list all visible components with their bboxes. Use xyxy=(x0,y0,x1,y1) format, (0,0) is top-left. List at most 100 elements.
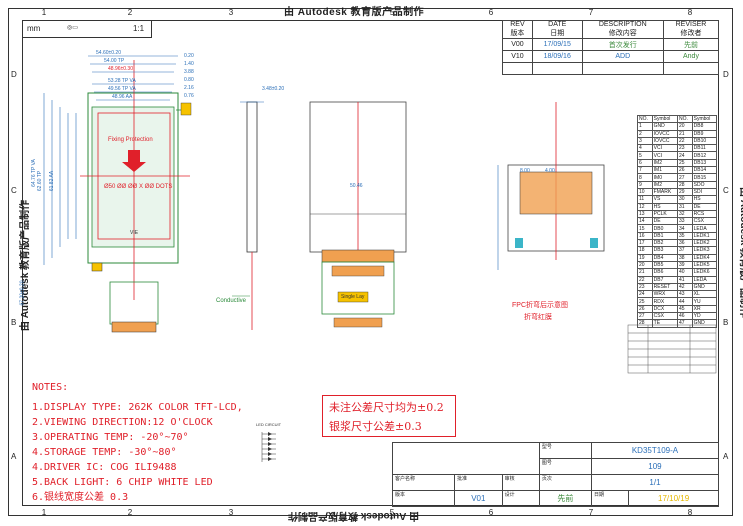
center-label: Ø50 ØØ ØØ X ØØ DOTS xyxy=(104,184,173,190)
note-item: 1.DISPLAY TYPE: 262K COLOR TFT-LCD, xyxy=(32,402,243,413)
orientation-arrow xyxy=(122,150,146,172)
note-item: 3.OPERATING TEMP: -20°~70° xyxy=(32,432,189,443)
customer-label: 客户名称 xyxy=(392,474,455,491)
unit-label: mm xyxy=(27,24,41,33)
fpc-contacts xyxy=(111,321,157,333)
column-number: 8 xyxy=(687,8,693,17)
bent-fpc xyxy=(519,171,593,215)
dim-label: 67.20±0.20 xyxy=(19,280,26,306)
dim-label: 50.46 xyxy=(350,183,363,189)
revision-row: V00 17/09/15 首次发行 先前 xyxy=(502,38,720,51)
column-number: 1 xyxy=(41,508,47,517)
column-number: 3 xyxy=(228,8,234,17)
projection-icon: ◎▭ xyxy=(67,25,78,31)
dim-label: 53.28 TP VA xyxy=(108,78,136,84)
dim-label: 49.56 TP VA xyxy=(108,86,136,92)
side-view xyxy=(246,101,258,253)
drawing-frame xyxy=(8,8,733,516)
polarizer-label: Fixing Protection xyxy=(108,137,153,143)
led-label: LED CIRCUIT xyxy=(256,422,282,427)
note-item: 2.VIEWING DIRECTION:12 O'CLOCK xyxy=(32,417,213,428)
note-item: 6.银线宽度公差 0.3 xyxy=(32,492,129,503)
side-thickness: 3.48±0.20 xyxy=(262,86,285,92)
column-number: 1 xyxy=(41,8,47,17)
vie-label: VIE xyxy=(130,230,139,236)
column-number: 2 xyxy=(127,508,133,517)
row-letter: A xyxy=(11,452,17,461)
part-number: KD35T109-A xyxy=(590,442,720,459)
single-lay-label: Single Lay xyxy=(341,294,365,300)
note-item: 4.STORAGE TEMP: -30°~80° xyxy=(32,447,177,458)
row-letter: C xyxy=(723,186,729,195)
dim-label: 48.96±0.30 xyxy=(108,66,133,72)
column-number: 7 xyxy=(588,508,594,517)
drawing-inner-frame xyxy=(22,20,719,506)
column-number: 5 xyxy=(389,8,395,17)
column-number: 8 xyxy=(687,508,693,517)
tolerance-box: 未注公差尺寸均为±0.2 银浆尺寸公差±0.3 xyxy=(322,395,456,437)
connector-tab xyxy=(91,262,103,272)
row-letter: A xyxy=(723,452,729,461)
tolerance-line: 未注公差尺寸均为±0.2 xyxy=(329,401,444,414)
column-number: 7 xyxy=(588,8,594,17)
drawing-number: 109 xyxy=(590,458,720,475)
dim-label: 54.00 TP xyxy=(104,58,125,64)
dim-label: 62.60 TP xyxy=(37,170,44,192)
scale-label: 1:1 xyxy=(133,24,145,33)
rear-fpc xyxy=(321,249,395,263)
note-item: 5.BACK LIGHT: 6 CHIP WHITE LED xyxy=(32,477,213,488)
single-lay-tab xyxy=(337,291,369,303)
dim-label: 4.00 xyxy=(545,168,555,174)
version: V01 xyxy=(454,490,503,507)
release-date: 17/10/19 xyxy=(628,490,719,507)
dim-label: 8.00 xyxy=(520,168,530,174)
title-block: 型号 KD35T109-A 图号 109 客户名称 批准 审核 页次 1/1 版… xyxy=(392,442,720,507)
unit-scale-box: mm ◎▭ 1:1 xyxy=(22,20,152,38)
column-number: 6 xyxy=(488,508,494,517)
column-number: 3 xyxy=(228,508,234,517)
row-letter: D xyxy=(11,70,17,79)
panel-outline xyxy=(87,92,179,264)
led-diodes xyxy=(268,432,272,461)
left-dimensions xyxy=(43,93,77,265)
column-number: 5 xyxy=(389,508,395,517)
note-item: 4.DRIVER IC: COG ILI9488 xyxy=(32,462,177,473)
dim-label: 64.76 TP VA xyxy=(30,159,37,187)
designer: 先前 xyxy=(538,490,592,507)
column-number: 6 xyxy=(488,8,494,17)
viewing-area xyxy=(91,106,175,248)
sheet-number: 1/1 xyxy=(590,474,720,491)
row-letter: D xyxy=(723,70,729,79)
watermark-top: 由 Autodesk 教育版产品制作 xyxy=(284,7,425,18)
small-table xyxy=(627,324,717,374)
top-dimensions xyxy=(88,55,178,101)
tolerance-line: 银浆尺寸公差±0.3 xyxy=(329,420,422,433)
fpc-title: FPC折弯后示意图 xyxy=(512,302,568,309)
notes-title: NOTES: xyxy=(32,382,69,393)
conductive-label: Conductive xyxy=(216,298,247,304)
